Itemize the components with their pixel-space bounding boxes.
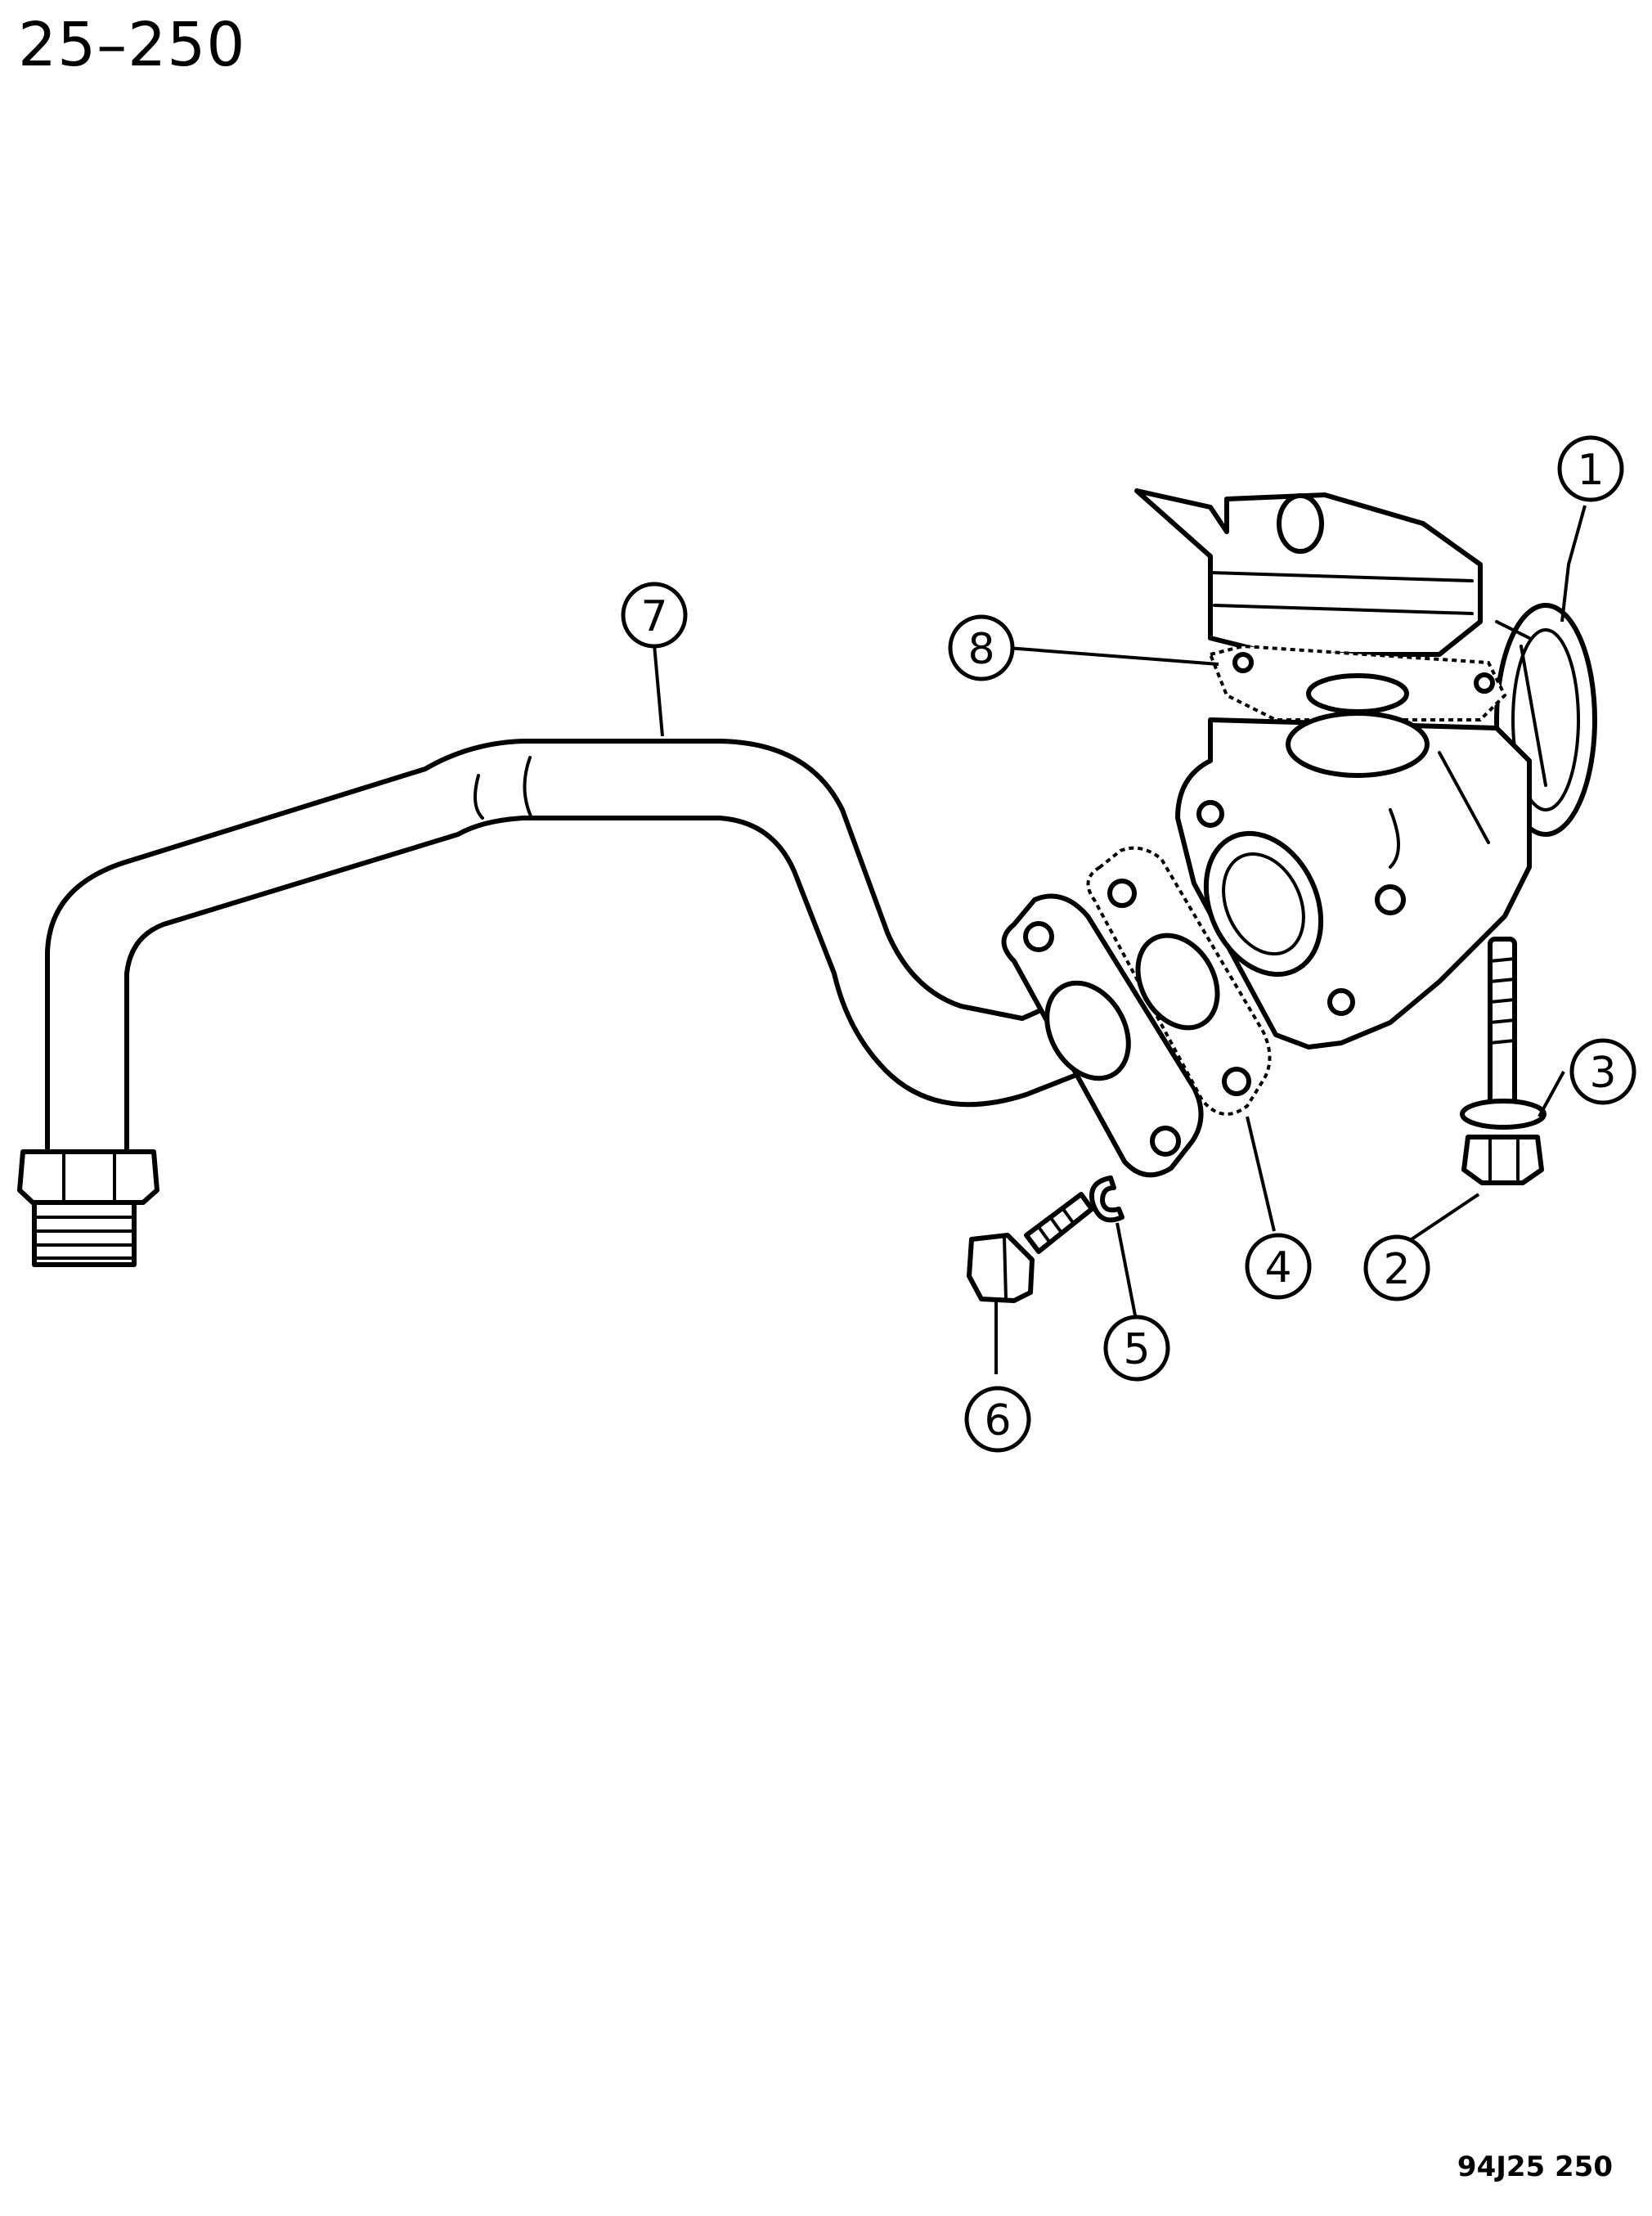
flange-gasket [1086,846,1272,1116]
callout-7-label: 7 [640,592,667,641]
callout-5: 5 [1103,1315,1170,1382]
callout-4: 4 [1245,1233,1312,1300]
valve-mounting-bolt [1460,937,1547,1130]
flange-bolt [967,1192,1094,1303]
callout-2-label: 2 [1383,1245,1410,1294]
leader-8 [1007,646,1219,666]
callout-6: 6 [964,1386,1031,1453]
callout-4-label: 4 [1264,1243,1291,1292]
egr-valve [1134,488,1597,1050]
leader-1 [1560,505,1587,623]
egr-tube [17,739,1204,1267]
leader-5 [1116,1222,1137,1316]
callout-1: 1 [1557,435,1624,502]
callout-3: 3 [1569,1038,1636,1105]
callout-3-label: 3 [1589,1049,1616,1098]
lock-washer [1089,1175,1125,1223]
leader-3 [1538,1071,1565,1117]
callout-1-label: 1 [1577,446,1604,495]
leader-4 [1246,1116,1276,1232]
leader-7 [653,644,664,737]
callout-5-label: 5 [1123,1325,1150,1374]
valve-nut [1461,1135,1544,1185]
drawing-code: 94J25 250 [1457,2151,1613,2183]
callout-8-label: 8 [967,625,994,674]
callout-6-label: 6 [984,1396,1011,1445]
callout-8: 8 [948,614,1015,681]
callout-2: 2 [1363,1234,1430,1301]
page-code: 25–250 [18,10,246,80]
callout-7: 7 [621,582,688,649]
